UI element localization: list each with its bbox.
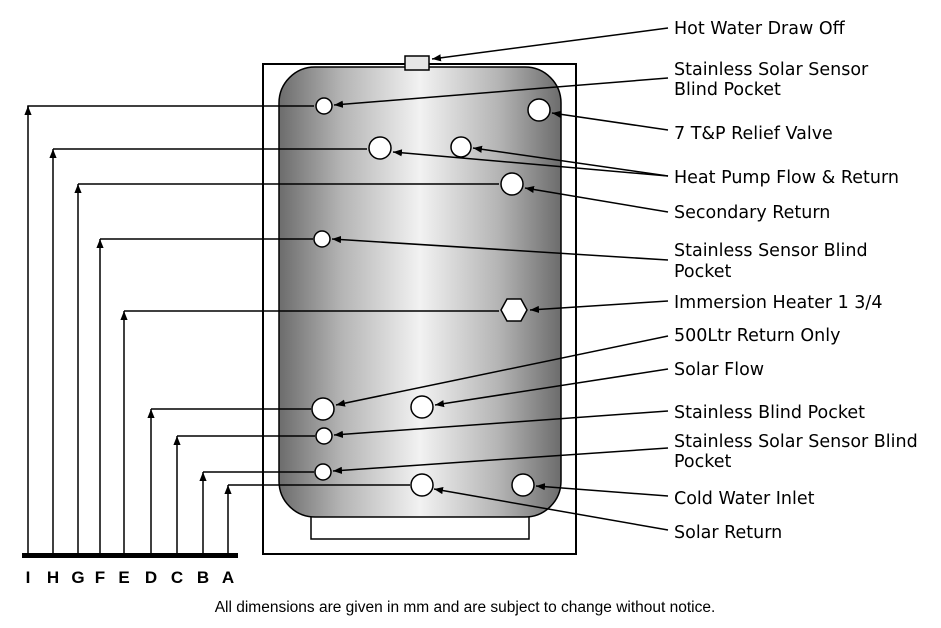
leader-heat-pump-return — [472, 145, 669, 177]
label-immersion-heater: Immersion Heater 1 3/4 — [674, 293, 882, 313]
label-sensor-pocket-line2: Pocket — [674, 262, 732, 282]
leader-heat-pump-flow — [392, 149, 669, 177]
dimension-letter-b: B — [197, 568, 209, 587]
label-solar-flow: Solar Flow — [674, 360, 764, 380]
label-solar-sensor-pocket-bottom-line2: Pocket — [674, 452, 732, 472]
dimension-letter-a: A — [222, 568, 234, 587]
leader-secondary-return — [524, 185, 669, 213]
dimension-baseline — [22, 553, 238, 558]
label-return-500ltr: 500Ltr Return Only — [674, 326, 841, 346]
leader-tp-relief-valve — [551, 110, 669, 131]
label-solar-return: Solar Return — [674, 523, 782, 543]
heat-pump-flow-port — [368, 136, 392, 160]
dimension-letter-h: H — [47, 568, 59, 587]
solar-flow-port — [410, 395, 434, 419]
footnote: All dimensions are given in mm and are s… — [215, 599, 716, 616]
dimension-letter-e: E — [118, 568, 129, 587]
sensor-pocket-port — [313, 230, 331, 248]
label-tp-relief-valve: 7 T&P Relief Valve — [674, 124, 833, 144]
leader-return-500ltr — [335, 335, 669, 407]
blind-pocket-port — [315, 427, 333, 445]
label-solar-sensor-pocket-bottom-line1: Stainless Solar Sensor Blind — [674, 432, 918, 452]
dimension-letter-c: C — [171, 568, 183, 587]
leader-blind-pocket — [333, 410, 669, 438]
solar-sensor-pocket-bottom-port — [314, 463, 332, 481]
label-blind-pocket: Stainless Blind Pocket — [674, 403, 865, 423]
solar-return-port — [410, 473, 434, 497]
label-heat-pump-flow-return: Heat Pump Flow & Return — [674, 168, 899, 188]
leader-immersion-heater — [529, 300, 669, 314]
leader-solar-sensor-pocket-bottom — [332, 447, 669, 474]
tp-relief-valve-port — [527, 98, 551, 122]
immersion-heater-boss — [500, 298, 528, 322]
leader-hot-water-draw-off — [431, 27, 669, 62]
leader-solar-return — [433, 487, 669, 531]
hot-water-outlet — [404, 55, 430, 71]
label-cold-water-inlet: Cold Water Inlet — [674, 489, 815, 509]
return-500ltr-port — [311, 397, 335, 421]
dimension-letter-d: D — [145, 568, 157, 587]
heat-pump-return-port — [450, 136, 472, 158]
leader-sensor-pocket — [331, 235, 669, 261]
label-solar-sensor-pocket-top-line2: Blind Pocket — [674, 80, 781, 100]
leader-solar-flow — [434, 368, 669, 408]
dimension-letter-g: G — [71, 568, 84, 587]
secondary-return-port — [500, 172, 524, 196]
cold-water-inlet-port — [511, 473, 535, 497]
dimension-letter-f: F — [95, 568, 105, 587]
solar-sensor-pocket-top-port — [315, 97, 333, 115]
label-hot-water-draw-off: Hot Water Draw Off — [674, 19, 846, 39]
label-solar-sensor-pocket-top-line1: Stainless Solar Sensor — [674, 60, 869, 80]
leader-solar-sensor-pocket-top — [333, 77, 669, 108]
label-secondary-return: Secondary Return — [674, 203, 830, 223]
label-sensor-pocket-line1: Stainless Sensor Blind — [674, 241, 868, 261]
tank-body — [278, 66, 562, 518]
dimension-letter-i: I — [26, 568, 31, 587]
leader-cold-water-inlet — [535, 483, 669, 497]
